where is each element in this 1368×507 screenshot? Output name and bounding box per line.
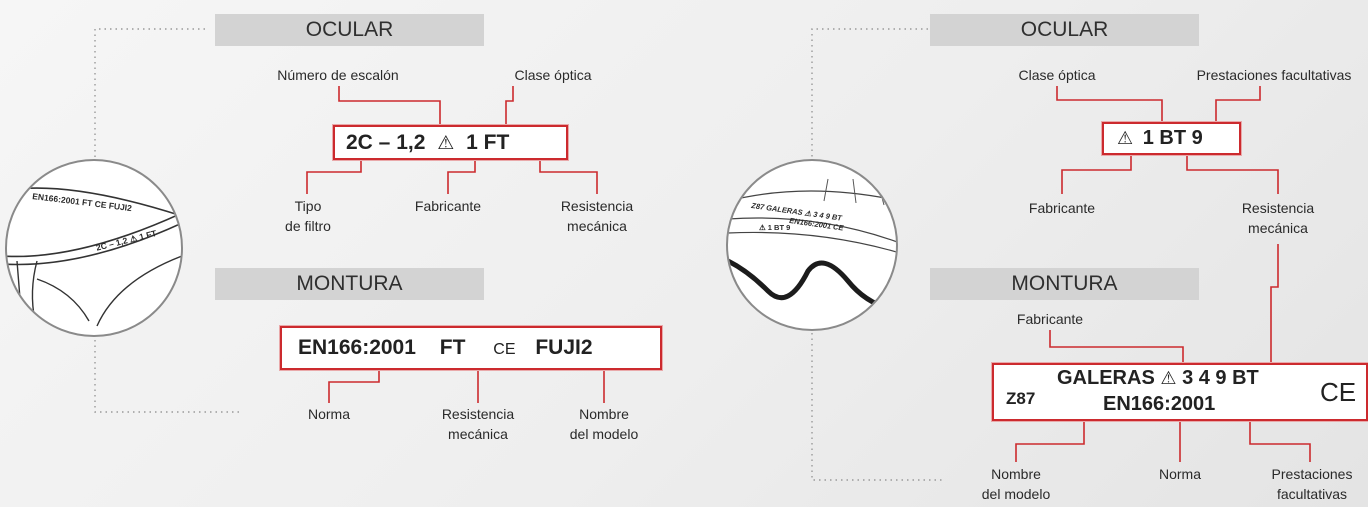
label-resistencia-right: Resistencia mecánica: [1241, 200, 1315, 236]
marking-text: 1 BT 9: [1142, 127, 1203, 149]
warning-triangle-icon: ⚠: [437, 132, 455, 154]
header-ocular-left: OCULAR: [215, 14, 484, 46]
ce-mark-icon: CE: [493, 341, 516, 358]
marking-line1: GALERAS ⚠ 3 4 9 BT: [1057, 367, 1259, 389]
marking-ft: FT: [439, 336, 466, 359]
label-prestaciones-montura-right: Prestaciones facultativas: [1271, 466, 1353, 502]
label-tipo-filtro: Tipo de filtro: [285, 198, 331, 234]
goggles-lens-closeup-right: Z87 GALERAS ⚠ 3 4 9 BT EN166:2001 CE ⚠ 1…: [726, 159, 898, 331]
marking-text-part2: 1 FT: [466, 131, 510, 154]
goggles-frame-icon: [728, 178, 896, 313]
glasses-lens-closeup-left: EN166:2001 FT CE FUJI2 2C – 1,2 ⚠ 1 FT: [5, 159, 183, 337]
marking-line2: EN166:2001: [1103, 393, 1216, 415]
marking-model: FUJI2: [535, 336, 593, 359]
header-montura-left: MONTURA: [215, 268, 484, 300]
label-numero-escalon: Número de escalón: [277, 67, 399, 83]
label-fabricante-right: Fabricante: [1028, 200, 1096, 216]
ce-mark-icon: CE: [1320, 377, 1357, 407]
label-clase-optica-right: Clase óptica: [1018, 67, 1096, 83]
label-nombre-modelo-left: Nombre del modelo: [569, 406, 639, 442]
label-resistencia-montura-left: Resistencia mecánica: [441, 406, 515, 442]
marking-text-part1: 2C – 1,2: [346, 131, 426, 154]
label-fabricante-left: Fabricante: [414, 198, 482, 214]
label-nombre-modelo-right: Nombre del modelo: [981, 466, 1051, 502]
lens-marking-line3: ⚠ 1 BT 9: [759, 223, 791, 232]
marking-box-montura-left: EN166:2001 FT CE FUJI2: [280, 326, 662, 370]
marking-box-ocular-left: 2C – 1,2 ⚠ 1 FT: [333, 125, 568, 160]
glasses-frame-icon: [7, 187, 181, 327]
label-norma-right: Norma: [1158, 466, 1201, 482]
label-clase-optica-left: Clase óptica: [514, 67, 592, 83]
header-montura-right: MONTURA: [930, 268, 1199, 300]
label-fabricante-montura-right: Fabricante: [1016, 311, 1084, 327]
header-ocular-right: OCULAR: [930, 14, 1199, 46]
label-resistencia-left: Resistencia mecánica: [560, 198, 634, 234]
warning-triangle-icon: ⚠: [1117, 128, 1134, 149]
marking-z87: Z87: [1006, 389, 1036, 408]
marking-norm: EN166:2001: [298, 336, 416, 359]
label-norma-left: Norma: [307, 406, 350, 422]
marking-box-ocular-right: ⚠ 1 BT 9: [1102, 122, 1241, 155]
marking-box-montura-right: Z87 GALERAS ⚠ 3 4 9 BT EN166:2001 CE: [992, 363, 1368, 421]
warning-triangle-icon: ⚠: [1160, 368, 1177, 389]
label-prestaciones-right: Prestaciones facultativas: [1196, 67, 1352, 83]
